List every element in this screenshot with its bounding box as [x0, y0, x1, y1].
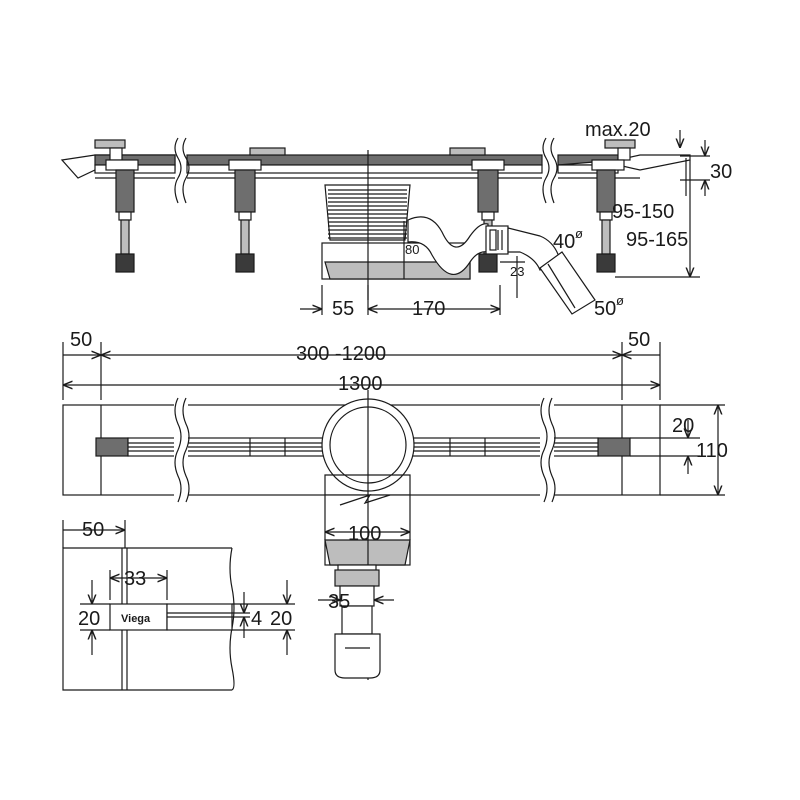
siphon-hose [407, 216, 596, 315]
dim-detail-20-right: 20 [270, 608, 292, 630]
outlet-pipe-plan: 35 [318, 564, 394, 679]
dim-50-dia: ø [616, 293, 624, 308]
width-dimensions: 20 110 [630, 404, 728, 496]
dim-110: 110 [696, 440, 728, 462]
dim-1300: 1300 [338, 373, 383, 395]
dim-23: 23 [510, 264, 524, 279]
detail-view: 50 33 Viega 20 4 20 [62, 519, 295, 691]
dim-50-left: 50 [70, 329, 92, 351]
support-foot [228, 159, 262, 273]
dim-detail-4: 4 [251, 608, 262, 630]
dim-100: 100 [348, 523, 381, 545]
dim-detail-20-left: 20 [78, 608, 100, 630]
support-foot [591, 147, 631, 273]
dim-50-outlet: 50 [594, 298, 616, 320]
dim-55: 55 [332, 298, 354, 320]
dim-95-165: 95-165 [626, 229, 688, 251]
support-foot [105, 147, 139, 273]
dim-detail-50: 50 [82, 519, 104, 541]
dim-35: 35 [328, 591, 350, 613]
plan-dimensions: 50 300 -1200 50 1300 [62, 329, 661, 400]
dim-95-150: 95-150 [612, 201, 674, 223]
dim-50-right: 50 [628, 329, 650, 351]
dim-80: 80 [405, 242, 419, 257]
viega-logo: Viega [121, 613, 151, 625]
dim-300-1200: 300 -1200 [296, 343, 386, 365]
dim-170: 170 [412, 298, 445, 320]
dim-30: 30 [710, 161, 732, 183]
dim-40: 40 [553, 231, 575, 253]
side-view: max.20 30 95-150 95-165 80 23 40 ø 50 ø [60, 119, 732, 320]
side-dimensions: max.20 30 95-150 95-165 80 23 40 ø 50 ø [300, 119, 732, 320]
dim-40-dia: ø [575, 226, 583, 241]
break-marks [174, 137, 558, 204]
dim-max20: max.20 [585, 119, 651, 141]
drain-outlet-plan: 100 [321, 390, 415, 680]
dim-20: 20 [672, 415, 694, 437]
dim-detail-33: 33 [124, 568, 146, 590]
plan-view: 50 300 -1200 50 1300 [62, 329, 728, 680]
